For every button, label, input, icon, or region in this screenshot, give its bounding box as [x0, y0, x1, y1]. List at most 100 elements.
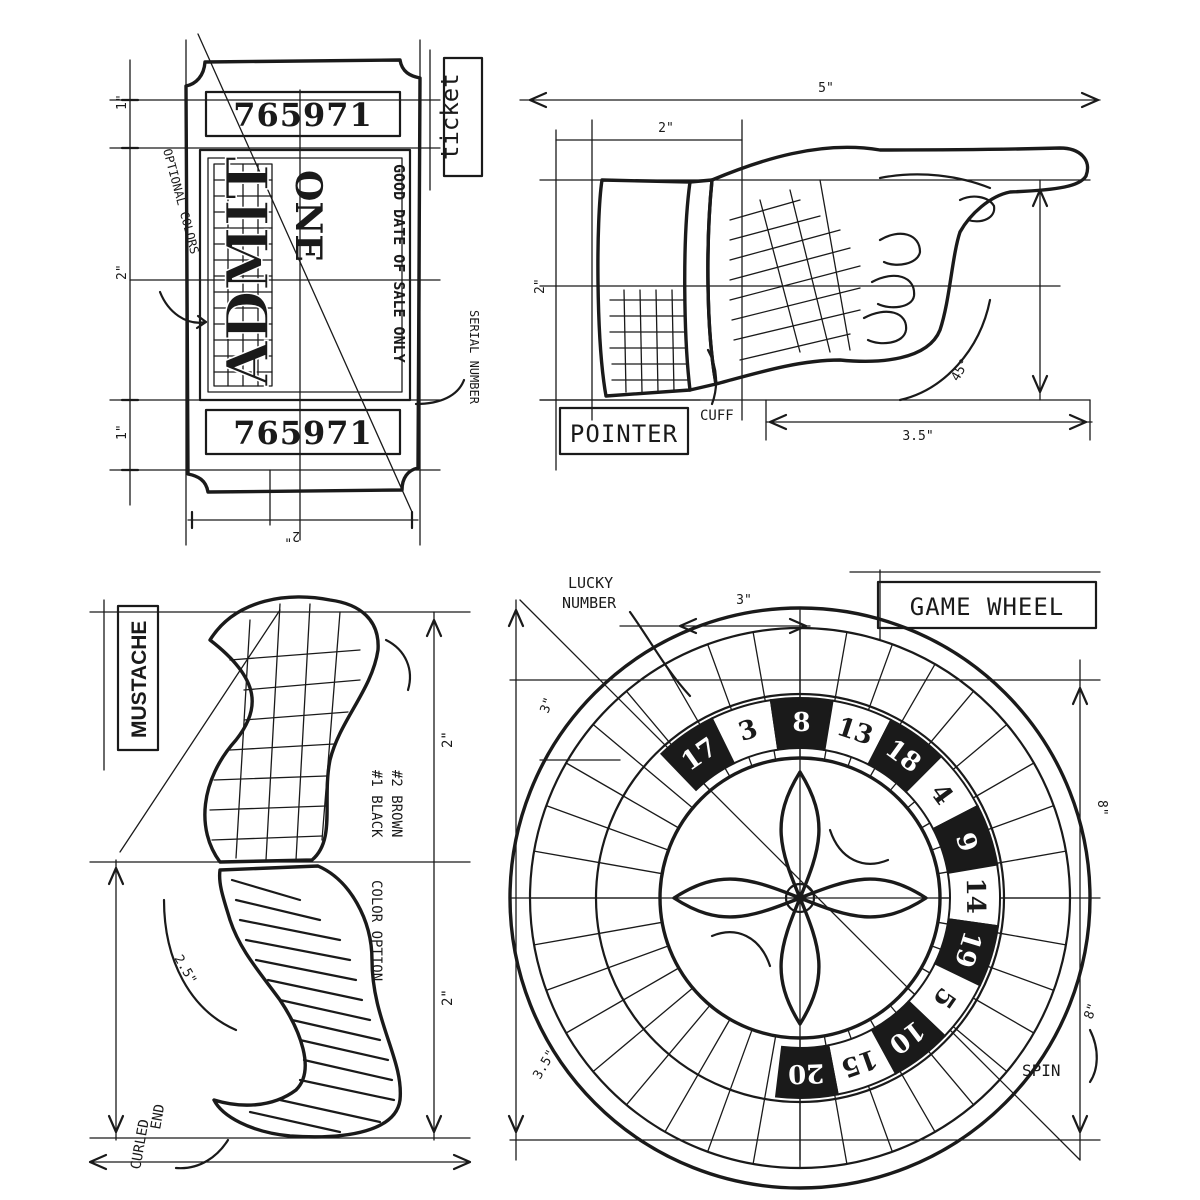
wheel-number-label: 8	[792, 708, 810, 738]
ticket-serial-top: 765971	[233, 96, 373, 134]
mustache-option-1: #1 BLACK	[368, 770, 384, 838]
wheel-lucky-note-1: LUCKY	[568, 574, 613, 592]
curled-end-arrow	[174, 1138, 230, 1170]
mustache-dim-bottom: 2"	[440, 989, 456, 1006]
wheel-segment-divider	[869, 1089, 893, 1153]
pointer-tag-box	[558, 406, 690, 456]
wheel-hub-center	[784, 882, 816, 914]
angle-arc	[898, 298, 992, 402]
ticket-outline	[184, 58, 422, 494]
wheel-segment-divider	[955, 1028, 1008, 1073]
ticket-illustration: 765971 765971 ADMIT ONE GOOD DATE OF SAL…	[109, 33, 484, 546]
wheel-inner-divider	[729, 1028, 753, 1091]
ticket-admit-inner-border	[207, 157, 403, 393]
wheel-segment-divider	[930, 1053, 975, 1106]
mustache-lower-half	[212, 864, 403, 1139]
wheel-segment-divider	[752, 1098, 766, 1165]
ticket-bottom-serial-box	[204, 408, 402, 456]
wheel-segment-divider	[752, 631, 766, 698]
wheel-segment-divider	[707, 643, 731, 707]
mustache-option-2: #2 BROWN	[388, 770, 404, 837]
wheel-tag-box	[876, 580, 1098, 630]
ticket-serial-bottom: 765971	[233, 414, 373, 452]
optional-colors-arrowhead	[195, 314, 208, 330]
mustache-curl-arrow	[162, 898, 238, 1032]
wheel-hub-spokes	[672, 770, 928, 1026]
cuff-arrow	[706, 348, 718, 406]
wheel-inner-divider	[607, 827, 670, 851]
ticket-dim-bottom: 1"	[115, 424, 130, 440]
ticket-dimension-ticks	[120, 98, 414, 530]
mustache-lower-hair	[230, 878, 396, 1134]
pointer-hand-shading	[729, 179, 861, 361]
pointer-cuff-hatching	[609, 289, 689, 393]
wheel-dim-left: 3"	[538, 696, 557, 716]
wheel-segment-divider	[1000, 932, 1067, 946]
ticket-top-serial-box	[204, 90, 402, 138]
mustache-color-option-note: COLOR OPTION	[368, 880, 384, 981]
ticket-optional-colors-note: OPTIONAL COLORS	[160, 147, 202, 255]
wheel-dim-right: 8"	[1082, 1002, 1101, 1022]
ticket-good-date-text: GOOD DATE OF SALE ONLY	[390, 164, 408, 363]
ticket-serial-number-note: SERIAL NUMBER	[467, 310, 481, 405]
wheel-segment-divider	[834, 631, 848, 698]
wheel-segment-divider	[625, 1053, 670, 1106]
wheel-segment-divider	[592, 1028, 645, 1073]
wheel-segment-divider	[625, 690, 670, 743]
wheel-inner-divider	[763, 1035, 777, 1100]
wheel-segment-divider	[592, 723, 645, 768]
wheel-number-pocket	[774, 1044, 839, 1099]
pointer-dimension-arrows	[528, 91, 1100, 431]
wheel-dim-radius: 3.5"	[530, 1047, 559, 1082]
wheel-dim-pocket: 3"	[736, 593, 752, 608]
ticket-tag-label: ticket	[436, 73, 464, 160]
ticket-admit-text: ADMIT	[214, 156, 282, 387]
pointer-dim-height: 2"	[533, 278, 548, 294]
pointer-illustration: POINTER CUFF 45° 5" 2" 2" 3.5"	[519, 81, 1101, 471]
wheel-segment-divider	[533, 850, 600, 864]
pointer-hand	[706, 145, 1090, 386]
pointer-cuff-note: CUFF	[700, 408, 734, 424]
wheel-segment-divider	[565, 762, 624, 797]
wheel-segment-divider	[991, 967, 1055, 991]
wheel-spin-note: SPIN	[1022, 1061, 1061, 1080]
wheel-spin-arrow-top	[828, 828, 890, 865]
ticket-dim-width: 2"	[284, 528, 300, 543]
mustache-top-arrow	[384, 638, 412, 692]
wheel-inner-divider	[598, 921, 663, 935]
wheel-segment-divider	[901, 1074, 936, 1133]
lucky-number-arrow	[628, 610, 692, 698]
wheel-hub-dot	[795, 893, 805, 903]
mustache-upper-half	[203, 595, 380, 864]
mustache-tag-label: MUSTACHE	[128, 621, 151, 738]
wheel-tag-label: GAME WHEEL	[910, 593, 1065, 621]
wheel-spin-arrow-bottom	[710, 931, 772, 968]
pointer-finger-lines	[862, 173, 996, 345]
mustache-tag-box	[116, 604, 160, 752]
ticket-tag-box	[442, 56, 484, 178]
mustache-dim-top: 2"	[440, 731, 456, 748]
wheel-segment-divider	[991, 805, 1055, 829]
serial-number-arrow	[414, 378, 466, 406]
spin-arrow	[1088, 1028, 1098, 1084]
wheel-segment-divider	[545, 967, 609, 991]
wheel-lucky-note-2: NUMBER	[562, 594, 617, 612]
wheel-segment-divider	[545, 805, 609, 829]
ticket-dim-mid: 2"	[115, 264, 130, 280]
ticket-one-text: ONE	[287, 170, 329, 262]
ticket-dim-top: 1"	[115, 94, 130, 110]
wheel-dim-height: 8"	[1094, 800, 1109, 816]
ticket-hatch-band	[213, 163, 273, 387]
wheel-segment-divider	[565, 999, 624, 1034]
mustache-dimension-arrows	[88, 618, 472, 1171]
wheel-segment-divider	[869, 643, 893, 707]
wheel-dimension-arrows	[507, 608, 1089, 1134]
pointer-dim-total: 5"	[818, 81, 834, 96]
wheel-segment-divider	[930, 690, 975, 743]
wheel-segment-divider	[955, 723, 1008, 768]
mustache-dim-curl: 2.5"	[171, 953, 200, 988]
pointer-dim-hand: 3.5"	[902, 429, 933, 444]
